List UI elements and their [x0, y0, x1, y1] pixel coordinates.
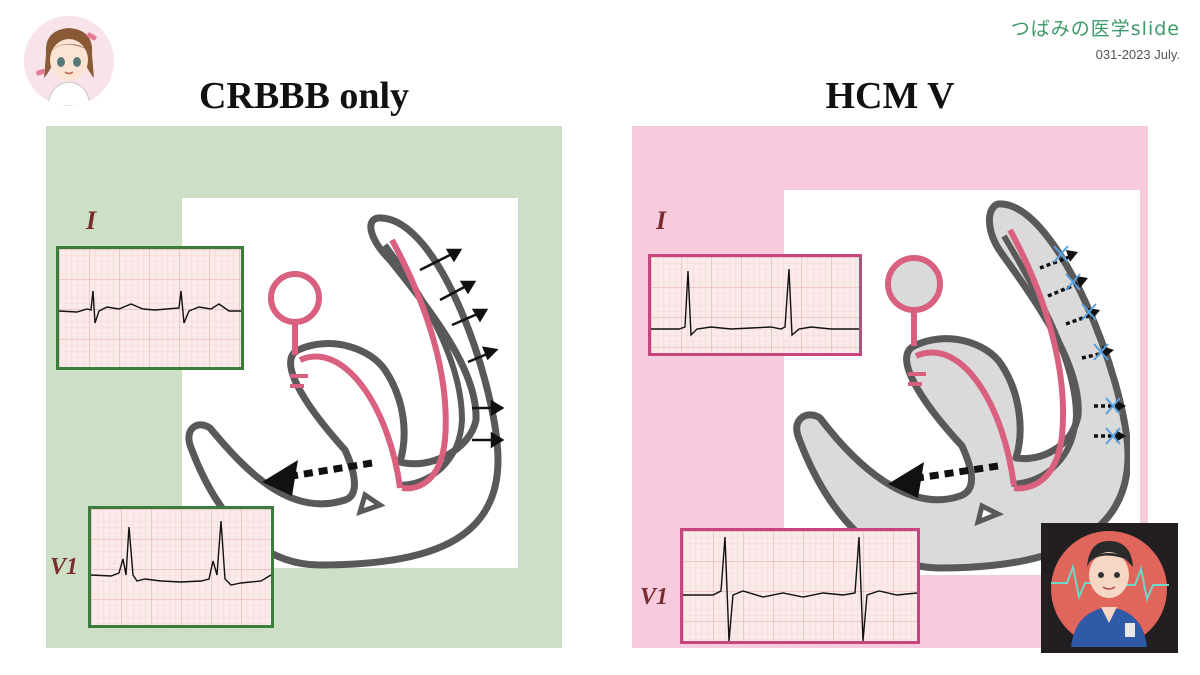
- lead-label-i-right: I: [656, 206, 667, 235]
- left-bundle-left: [298, 353, 403, 489]
- brand: つばみの医学slide 031-2023 July.: [1011, 14, 1180, 62]
- heart-diagram-right: [793, 200, 1130, 572]
- ecg-trace-v1-right: [683, 536, 917, 641]
- brand-title: つばみの医学slide: [1010, 18, 1180, 40]
- ecg-lead-i-right: [648, 254, 862, 356]
- ecg-lead-i-left: [56, 246, 244, 370]
- panel-title-right: HCM V: [825, 75, 955, 117]
- lead-label-i-left: I: [86, 206, 97, 235]
- sa-node-right: [885, 255, 943, 313]
- block-x-marks-right: [1053, 245, 1121, 445]
- ecg-trace-i-left: [59, 290, 241, 324]
- heart-diagram-left: [185, 214, 505, 569]
- brand-subtitle: 031-2023 July.: [1095, 47, 1180, 62]
- ecg-trace-v1-left: [91, 520, 271, 586]
- av-mark-left: [290, 374, 308, 388]
- left-bundle-right: [914, 349, 1017, 487]
- ecg-lead-v1-right: [680, 528, 920, 644]
- valve-left: [356, 491, 386, 516]
- ecg-trace-i-right: [651, 268, 859, 337]
- lead-label-v1-left: V1: [50, 554, 79, 580]
- ecg-lead-v1-left: [88, 506, 274, 628]
- activation-arrows-left: [419, 248, 505, 449]
- dotted-arrow-right: [888, 462, 999, 498]
- lead-label-v1-right: V1: [640, 584, 669, 610]
- sa-node-left: [268, 271, 322, 325]
- dotted-arrow-left: [262, 459, 373, 496]
- doctor-avatar-icon: [1041, 523, 1178, 653]
- valve-right: [974, 502, 1005, 527]
- right-bundle-left: [389, 238, 449, 492]
- student-avatar-icon: [24, 16, 114, 106]
- av-mark-right: [908, 372, 926, 386]
- panel-title-left: CRBBB only: [198, 75, 410, 117]
- right-bundle-right: [1007, 228, 1067, 492]
